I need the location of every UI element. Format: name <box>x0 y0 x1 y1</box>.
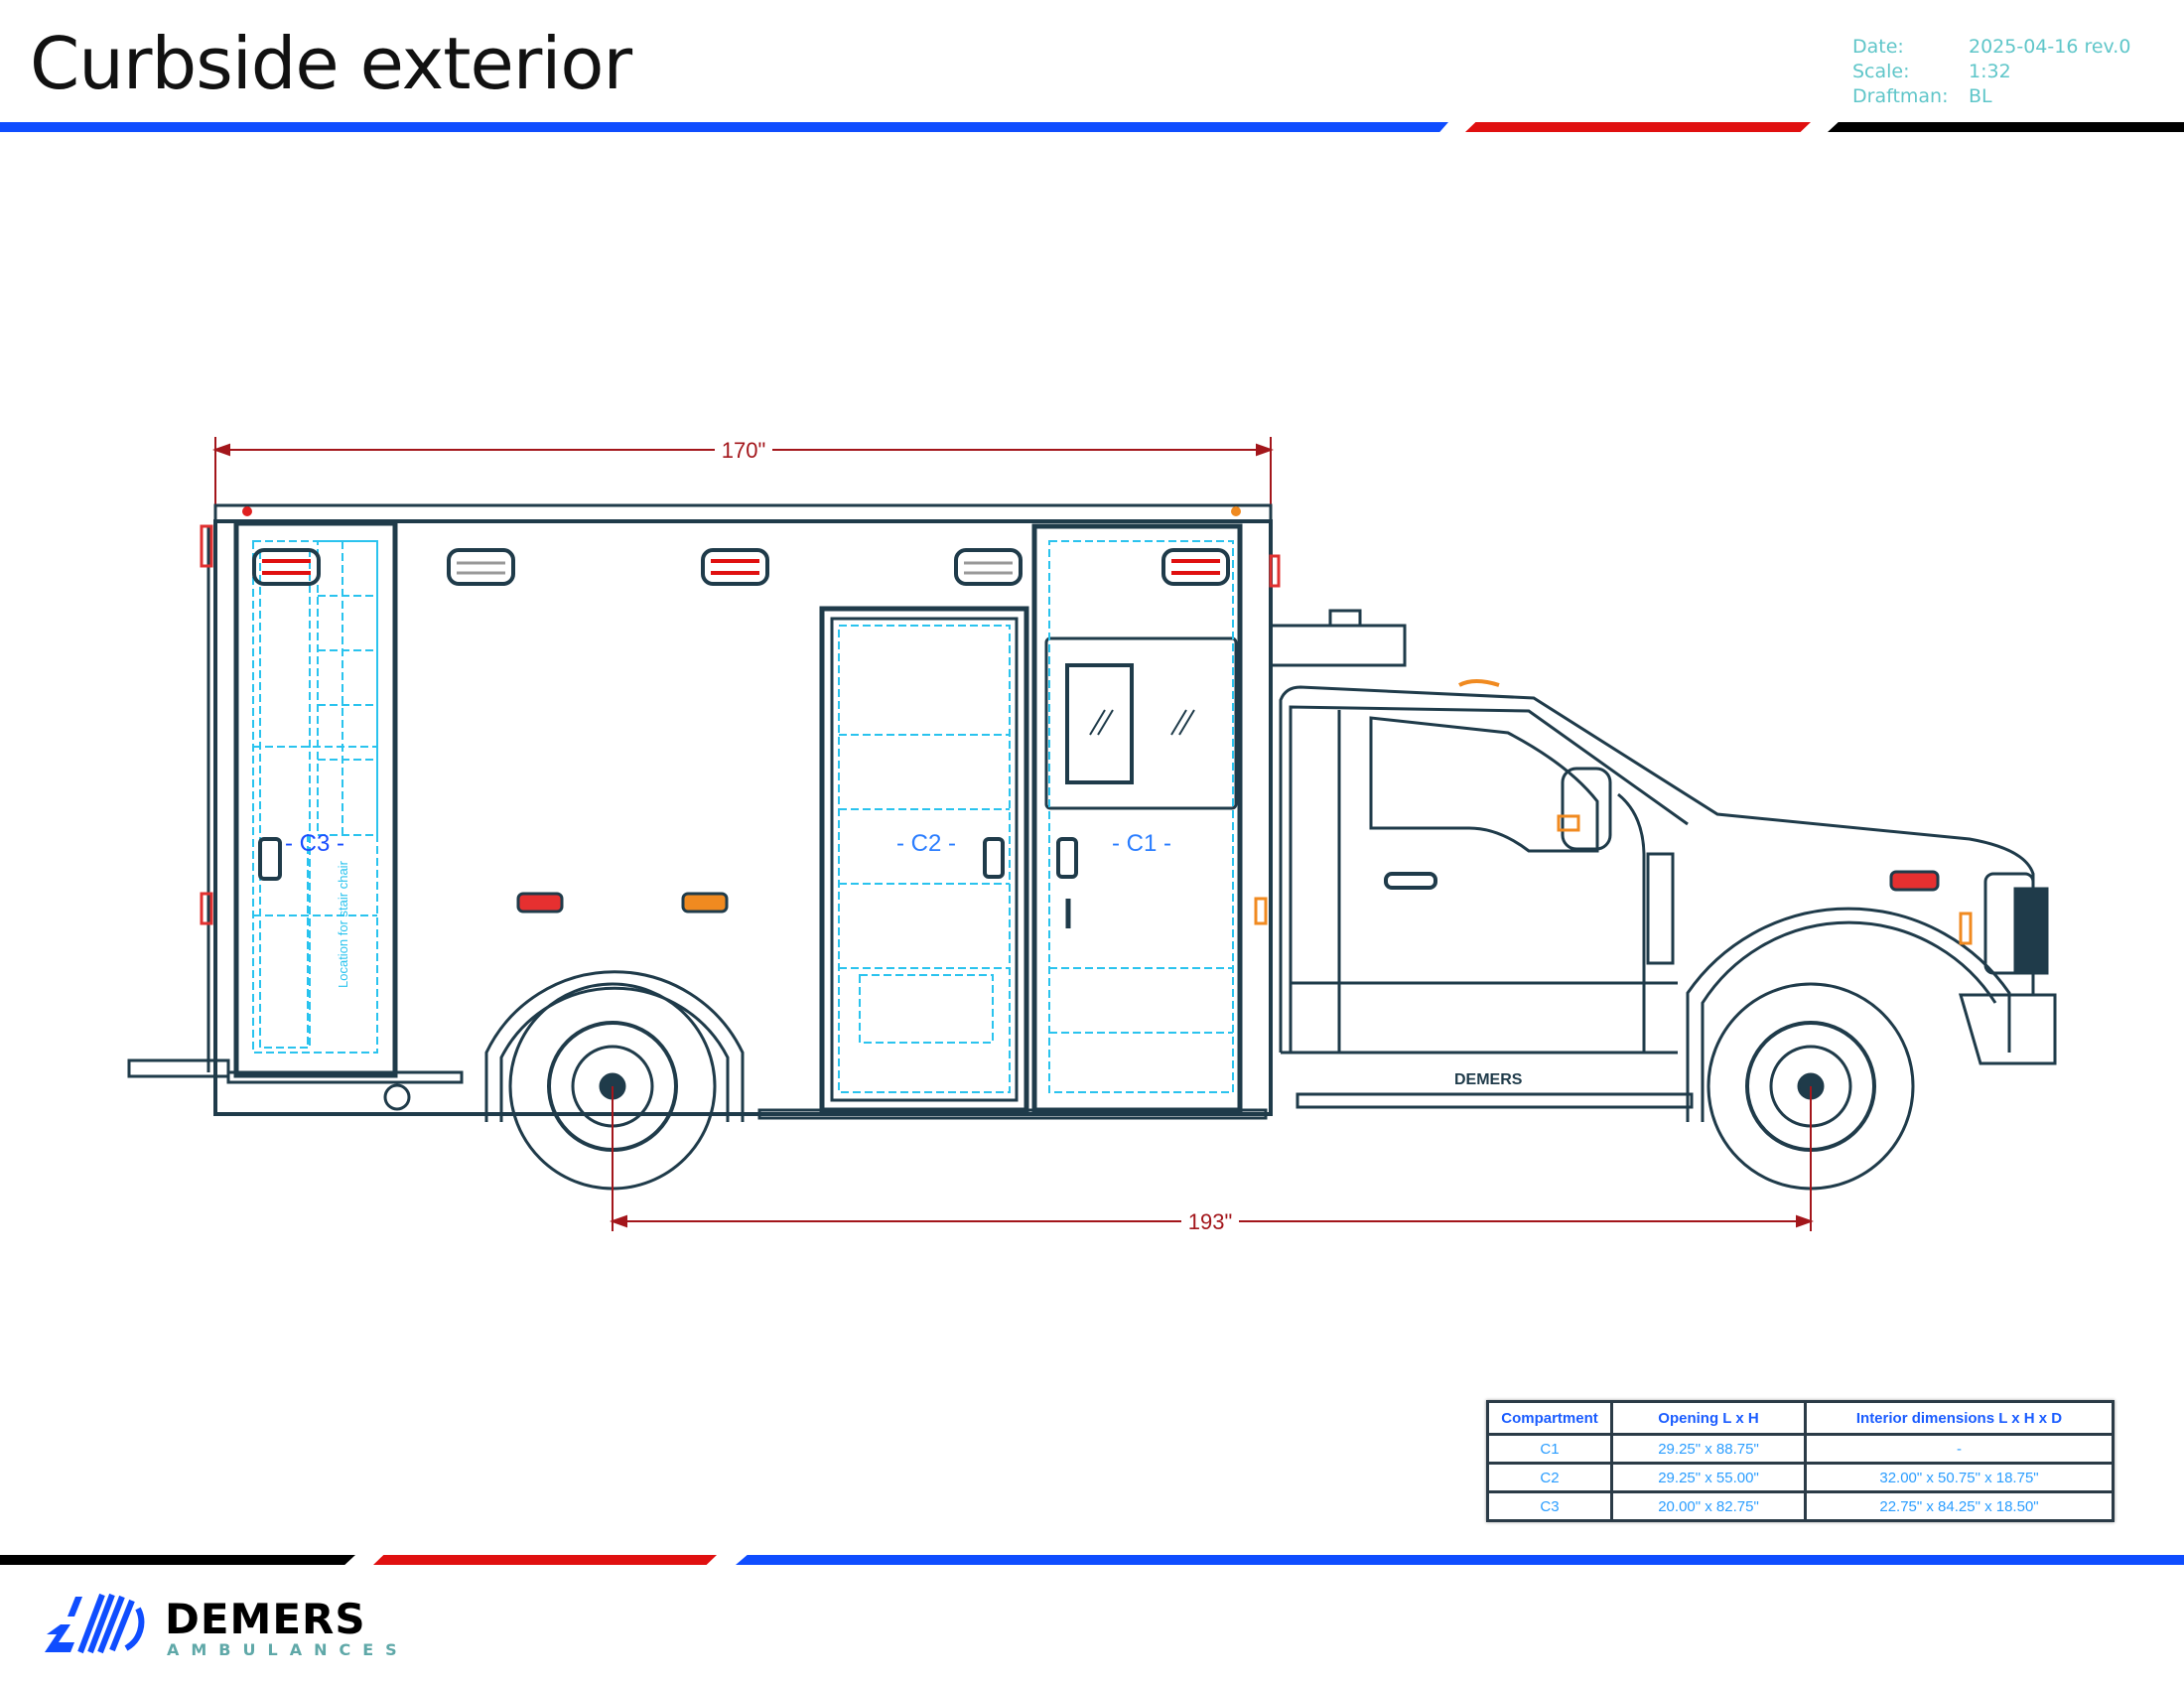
bottom-blue-stripe <box>736 1555 2184 1565</box>
cab-marker-light <box>1889 870 1940 892</box>
logo-wordmark: DEMERS <box>165 1595 366 1643</box>
table-cell: 22.75" x 84.25" x 18.50" <box>1804 1490 2115 1522</box>
compartment-label-c1: - C1 - <box>1112 830 1171 857</box>
compartment-door-c2 <box>819 606 1029 1113</box>
table-cell: 32.00" x 50.75" x 18.75" <box>1804 1462 2115 1493</box>
meta-value: 2025-04-16 rev.0 <box>1969 36 2131 58</box>
compartment-table: Compartment Opening L x H Interior dimen… <box>1486 1400 2115 1522</box>
stair-chair-note: Location for stair chair <box>336 860 350 988</box>
meta-label: Scale: <box>1852 61 1910 82</box>
warning-light-red <box>701 548 769 586</box>
warning-light-red <box>1161 548 1230 586</box>
table-cell: C1 <box>1486 1433 1613 1465</box>
side-marker-amber <box>681 892 729 914</box>
warning-light-red <box>252 548 321 586</box>
rear-wheel <box>484 970 745 1191</box>
compartment-label-c2: - C2 - <box>896 830 956 857</box>
column-header: Opening L x H <box>1610 1400 1807 1436</box>
patient-module-box <box>127 503 1281 1120</box>
page-title: Curbside exterior <box>30 22 632 105</box>
cab-door-logo: DEMERS <box>1454 1071 1523 1088</box>
meta-label: Draftman: <box>1852 85 1949 107</box>
table-cell: - <box>1804 1433 2115 1465</box>
column-header: Compartment <box>1486 1400 1613 1436</box>
meta-label: Date: <box>1852 36 1904 58</box>
demers-logo: DEMERS AMBULANCES <box>31 1587 428 1661</box>
table-cell: 20.00" x 82.75" <box>1610 1490 1807 1522</box>
warning-light-clear <box>954 548 1023 586</box>
overall-length-label: 170" <box>722 438 766 463</box>
warning-lights <box>252 548 1230 914</box>
meta-scale: Scale: 1:32 <box>1852 61 2130 85</box>
side-marker-red <box>516 892 564 914</box>
compartment-door-c3 <box>233 520 398 1078</box>
bottom-red-stripe <box>373 1555 717 1565</box>
top-black-stripe <box>1828 122 2184 132</box>
top-blue-stripe <box>0 122 1448 132</box>
warning-light-clear <box>447 548 515 586</box>
logo-subtitle: AMBULANCES <box>167 1640 409 1659</box>
table-header-row: Compartment Opening L x H Interior dimen… <box>1486 1400 2115 1436</box>
table-cell: C2 <box>1486 1462 1613 1493</box>
bottom-black-stripe <box>0 1555 355 1565</box>
wheelbase-label: 193" <box>1188 1209 1233 1234</box>
meta-value: BL <box>1969 85 1992 107</box>
title-block: Date: 2025-04-16 rev.0 Scale: 1:32 Draftma… <box>1852 36 2130 110</box>
meta-date: Date: 2025-04-16 rev.0 <box>1852 36 2130 61</box>
meta-draftman: Draftman: BL <box>1852 85 2130 110</box>
compartment-label-c3: - C3 - <box>285 830 344 857</box>
column-header: Interior dimensions L x H x D <box>1804 1400 2115 1436</box>
table-cell: 29.25" x 55.00" <box>1610 1462 1807 1493</box>
table-cell: 29.25" x 88.75" <box>1610 1433 1807 1465</box>
compartment-door-c1 <box>1031 523 1243 1113</box>
top-red-stripe <box>1465 122 1811 132</box>
table-cell: C3 <box>1486 1490 1613 1522</box>
logo-mark-icon <box>45 1593 145 1654</box>
truck-cab <box>1269 609 2057 1191</box>
meta-value: 1:32 <box>1969 61 2011 82</box>
